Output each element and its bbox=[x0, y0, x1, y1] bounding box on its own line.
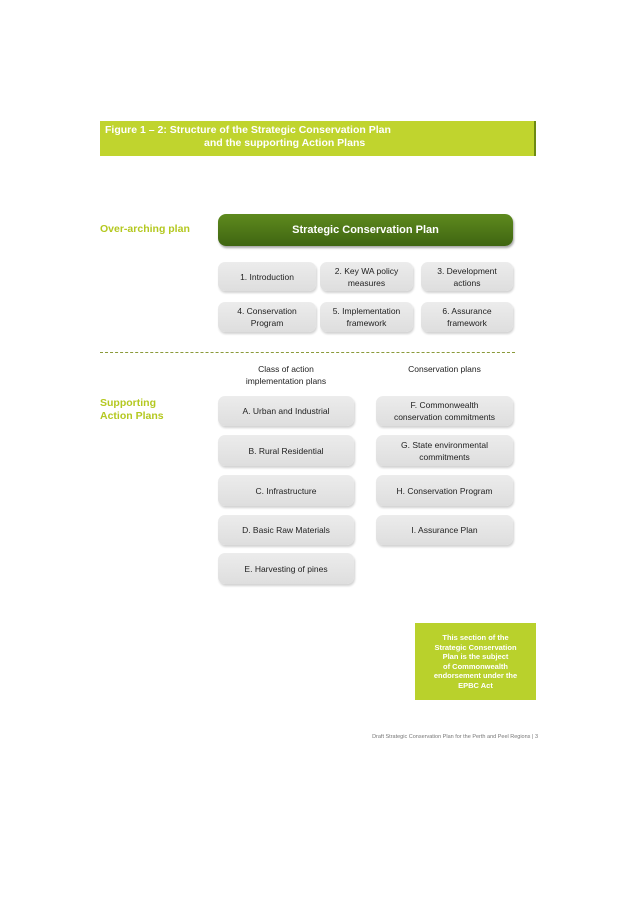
action-plan-label: A. Urban and Industrial bbox=[242, 406, 330, 416]
epbc-endorsement-note: This section of the Strategic Conservati… bbox=[415, 623, 536, 700]
section-line1: 1. Introduction bbox=[240, 271, 294, 282]
action-plan-box: E. Harvesting of pines bbox=[218, 553, 354, 584]
section-line2: measures bbox=[347, 277, 386, 288]
section-line1: 6. Assurance bbox=[442, 306, 492, 316]
figure-title-banner: Figure 1 – 2: Structure of the Strategic… bbox=[100, 121, 536, 156]
section-line2: Program bbox=[250, 318, 284, 328]
class-heading-line1: Class of action bbox=[258, 364, 314, 374]
section-line2: actions bbox=[453, 277, 481, 288]
footer-text: Draft Strategic Conservation Plan for th… bbox=[372, 734, 531, 740]
conservation-plan-line1: F. Commonwealth bbox=[410, 400, 479, 410]
conservation-plan-line1: I. Assurance Plan bbox=[411, 525, 478, 535]
section-box: 6. Assurance framework bbox=[421, 302, 513, 332]
conservation-plan-box: F. Commonwealth conservation commitments bbox=[376, 396, 513, 426]
conservation-plan-line1: H. Conservation Program bbox=[396, 485, 493, 496]
conservation-plan-line1: G. State environmental bbox=[401, 439, 488, 450]
class-heading-line2: implementation plans bbox=[245, 376, 327, 386]
section-line2: framework bbox=[346, 318, 387, 328]
action-plan-label: D. Basic Raw Materials bbox=[242, 525, 330, 535]
conservation-plan-line2: commitments bbox=[419, 451, 470, 462]
action-plan-label: E. Harvesting of pines bbox=[244, 563, 328, 574]
section-box: 5. Implementation framework bbox=[320, 302, 413, 332]
note-line: endorsement under the bbox=[433, 671, 518, 680]
figure-title-line2: and the supporting Action Plans bbox=[204, 137, 366, 149]
conservation-plan-box: I. Assurance Plan bbox=[376, 515, 513, 545]
action-plan-box: A. Urban and Industrial bbox=[218, 396, 354, 426]
conservation-plans-heading: Conservation plans bbox=[408, 364, 481, 374]
conservation-plan-line2: conservation commitments bbox=[393, 412, 496, 422]
note-line: of Commonwealth bbox=[443, 661, 508, 671]
dashed-divider bbox=[100, 352, 515, 353]
section-box: 1. Introduction bbox=[218, 262, 316, 291]
overarching-plan-label: Over-arching plan bbox=[100, 223, 190, 235]
note-line: Strategic Conservation bbox=[434, 642, 517, 652]
note-line: This section of the bbox=[442, 633, 509, 642]
conservation-plan-box: H. Conservation Program bbox=[376, 475, 513, 506]
note-line: EPBC Act bbox=[458, 680, 493, 690]
class-of-action-heading: Class of action implementation plans bbox=[218, 363, 354, 387]
action-plan-box: C. Infrastructure bbox=[218, 475, 354, 506]
section-line1: 2. Key WA policy bbox=[334, 265, 399, 276]
supporting-plans-label: Supporting Action Plans bbox=[100, 397, 164, 423]
supporting-label-line2: Action Plans bbox=[100, 410, 164, 422]
action-plan-box: D. Basic Raw Materials bbox=[218, 515, 354, 545]
page-number: 3 bbox=[534, 734, 538, 740]
section-line1: 3. Development bbox=[437, 265, 497, 276]
footer-separator: | bbox=[531, 734, 534, 740]
action-plan-box: B. Rural Residential bbox=[218, 435, 354, 466]
page-footer: Draft Strategic Conservation Plan for th… bbox=[300, 734, 538, 740]
section-line1: 4. Conservation bbox=[237, 306, 297, 316]
supporting-label-line1: Supporting bbox=[100, 397, 156, 409]
strategic-plan-box: Strategic Conservation Plan bbox=[218, 214, 513, 246]
note-line: Plan is the subject bbox=[442, 652, 509, 661]
action-plan-label: C. Infrastructure bbox=[255, 485, 317, 496]
section-line1: 5. Implementation bbox=[332, 306, 401, 316]
figure-title-line1: Figure 1 – 2: Structure of the Strategic… bbox=[105, 124, 391, 136]
section-line2: framework bbox=[447, 318, 487, 328]
action-plan-label: B. Rural Residential bbox=[248, 445, 324, 456]
